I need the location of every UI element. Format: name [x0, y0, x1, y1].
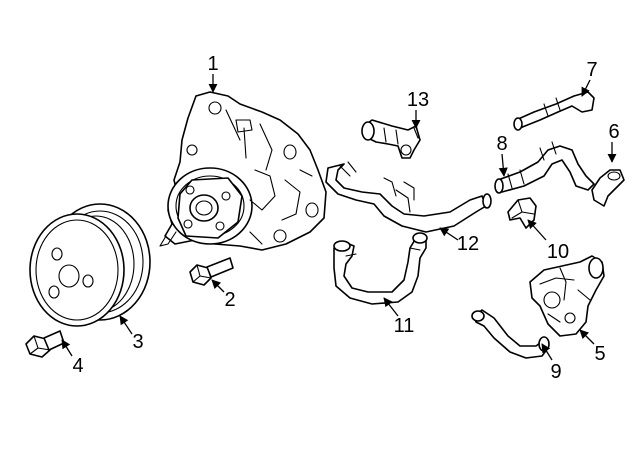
leader-3 — [119, 315, 133, 335]
leader-8 — [498, 153, 508, 177]
thermostat-housing-part[interactable] — [529, 255, 605, 337]
leader-4 — [61, 339, 73, 357]
callout-5: 5 — [594, 343, 605, 365]
coolant-fitting-part[interactable] — [361, 119, 421, 159]
short-hose-part[interactable] — [591, 169, 625, 207]
callout-13: 13 — [407, 89, 429, 111]
water-pump-part[interactable] — [159, 91, 327, 251]
bypass-pipe-part[interactable] — [494, 141, 595, 194]
callout-labels: 1 2 3 4 5 6 7 8 9 10 11 12 13 — [72, 53, 619, 383]
leader-7 — [581, 79, 591, 97]
heater-hose-part[interactable] — [513, 91, 595, 131]
leader-12 — [439, 227, 459, 241]
callout-11: 11 — [394, 315, 415, 337]
pulley-part[interactable] — [29, 203, 151, 327]
leader-9 — [541, 343, 553, 361]
coolant-tube-part[interactable] — [471, 309, 550, 359]
callout-10: 10 — [547, 241, 569, 263]
pulley-bolt-part[interactable] — [25, 330, 65, 358]
callout-9: 9 — [550, 361, 561, 383]
leader-5 — [579, 329, 595, 345]
leader-11 — [383, 297, 399, 317]
leader-lines — [61, 74, 617, 361]
callout-1: 1 — [207, 53, 218, 75]
callout-4: 4 — [72, 355, 83, 377]
callout-8: 8 — [496, 133, 507, 155]
leader-2 — [211, 279, 225, 293]
callout-6: 6 — [608, 121, 619, 143]
callout-7: 7 — [586, 59, 597, 81]
coolant-pipe-upper-part[interactable] — [325, 161, 492, 233]
leader-10 — [527, 219, 547, 241]
pump-bolt-part[interactable] — [189, 257, 234, 286]
callout-3: 3 — [132, 331, 143, 353]
callout-12: 12 — [457, 233, 479, 255]
callout-2: 2 — [224, 289, 235, 311]
coolant-hose-lower-part[interactable] — [333, 232, 428, 305]
